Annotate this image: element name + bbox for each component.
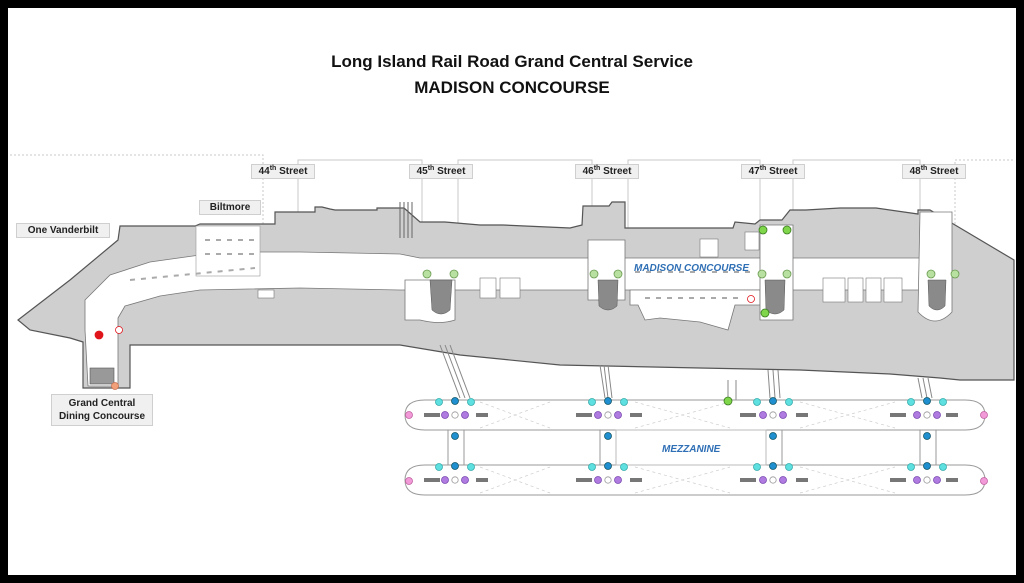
mezzanine-stairs [424, 413, 958, 482]
stair-icon [923, 462, 931, 470]
stair-icon [604, 462, 612, 470]
escalator-icon [785, 463, 793, 471]
stair-icon [769, 397, 777, 405]
info-icon [115, 326, 123, 334]
escalator-icon [467, 463, 475, 471]
stair-icon [451, 462, 459, 470]
track-icon [923, 476, 931, 484]
elevator-icon [723, 396, 733, 406]
stair-icon [923, 432, 931, 440]
elevator-icon [758, 225, 768, 235]
elevator-icon [782, 225, 792, 235]
escalator-icon [435, 398, 443, 406]
track-icon [461, 411, 469, 419]
elevator-icon [926, 269, 936, 279]
elevator-icon [422, 269, 432, 279]
elevator-icon [950, 269, 960, 279]
concourse-building [17, 201, 1015, 389]
escalator-icon [753, 463, 761, 471]
area-label-mezzanine: MEZZANINE [662, 444, 721, 455]
area-label-madison-concourse: MADISON CONCOURSE [634, 263, 750, 274]
track-icon [461, 476, 469, 484]
end-icon [980, 477, 988, 485]
track-icon [913, 411, 921, 419]
track-icon [779, 411, 787, 419]
stair-icon [769, 432, 777, 440]
place-label-dining-concourse: Grand Central Dining Concourse [51, 394, 153, 426]
info-icon [747, 295, 755, 303]
stair-icon [604, 432, 612, 440]
track-icon [769, 476, 777, 484]
elevator-icon [449, 269, 459, 279]
mezzanine-structure [404, 399, 986, 496]
track-icon [594, 476, 602, 484]
stair-icon [604, 397, 612, 405]
escalator-icon [467, 398, 475, 406]
mezzanine-crosshatch [479, 401, 896, 494]
track-icon [769, 411, 777, 419]
track-icon [604, 411, 612, 419]
escalator-icon [753, 398, 761, 406]
elevator-icon [760, 308, 770, 318]
track-icon [441, 476, 449, 484]
place-label-biltmore: Biltmore [199, 200, 261, 215]
escalator-icon [620, 398, 628, 406]
track-icon [933, 476, 941, 484]
track-icon [614, 411, 622, 419]
escalator-icon [620, 463, 628, 471]
stair-icon [769, 462, 777, 470]
end-icon [405, 411, 413, 419]
end-icon [405, 477, 413, 485]
escalator-icon [907, 463, 915, 471]
track-icon [933, 411, 941, 419]
track-icon [451, 411, 459, 419]
dining-label-line1: Grand Central [68, 398, 136, 409]
place-label-one-vanderbilt: One Vanderbilt [16, 223, 110, 238]
street-label-45: 45th Street [409, 164, 473, 179]
track-icon [759, 476, 767, 484]
dining-label-line2: Dining Concourse [58, 411, 146, 422]
escalator-icon [939, 463, 947, 471]
stair-connectors [439, 344, 933, 400]
escalator-icon [907, 398, 915, 406]
end-icon [980, 411, 988, 419]
escalator-icon [939, 398, 947, 406]
track-icon [923, 411, 931, 419]
elevator-icon [589, 269, 599, 279]
map-title: Long Island Rail Road Grand Central Serv… [331, 52, 693, 71]
track-icon [604, 476, 612, 484]
track-icon [779, 476, 787, 484]
track-icon [913, 476, 921, 484]
stair-icon [451, 432, 459, 440]
stair-icon [923, 397, 931, 405]
track-icon [614, 476, 622, 484]
street-label-44: 44th Street [251, 164, 315, 179]
escalator-icon [785, 398, 793, 406]
map-subtitle: MADISON CONCOURSE [414, 78, 610, 97]
exit-icon [111, 382, 119, 390]
street-label-46: 46th Street [575, 164, 639, 179]
street-label-47: 47th Street [741, 164, 805, 179]
track-icon [441, 411, 449, 419]
track-icon [759, 411, 767, 419]
stair-icon [451, 397, 459, 405]
street-label-48: 48th Street [902, 164, 966, 179]
escalator-icon [588, 398, 596, 406]
escalator-icon [588, 463, 596, 471]
track-icon [594, 411, 602, 419]
elevator-icon [613, 269, 623, 279]
elevator-icon [782, 269, 792, 279]
elevator-icon [757, 269, 767, 279]
escalator-icon [435, 463, 443, 471]
track-icon [451, 476, 459, 484]
map-markers [94, 225, 988, 485]
you-are-here-icon [94, 330, 104, 340]
